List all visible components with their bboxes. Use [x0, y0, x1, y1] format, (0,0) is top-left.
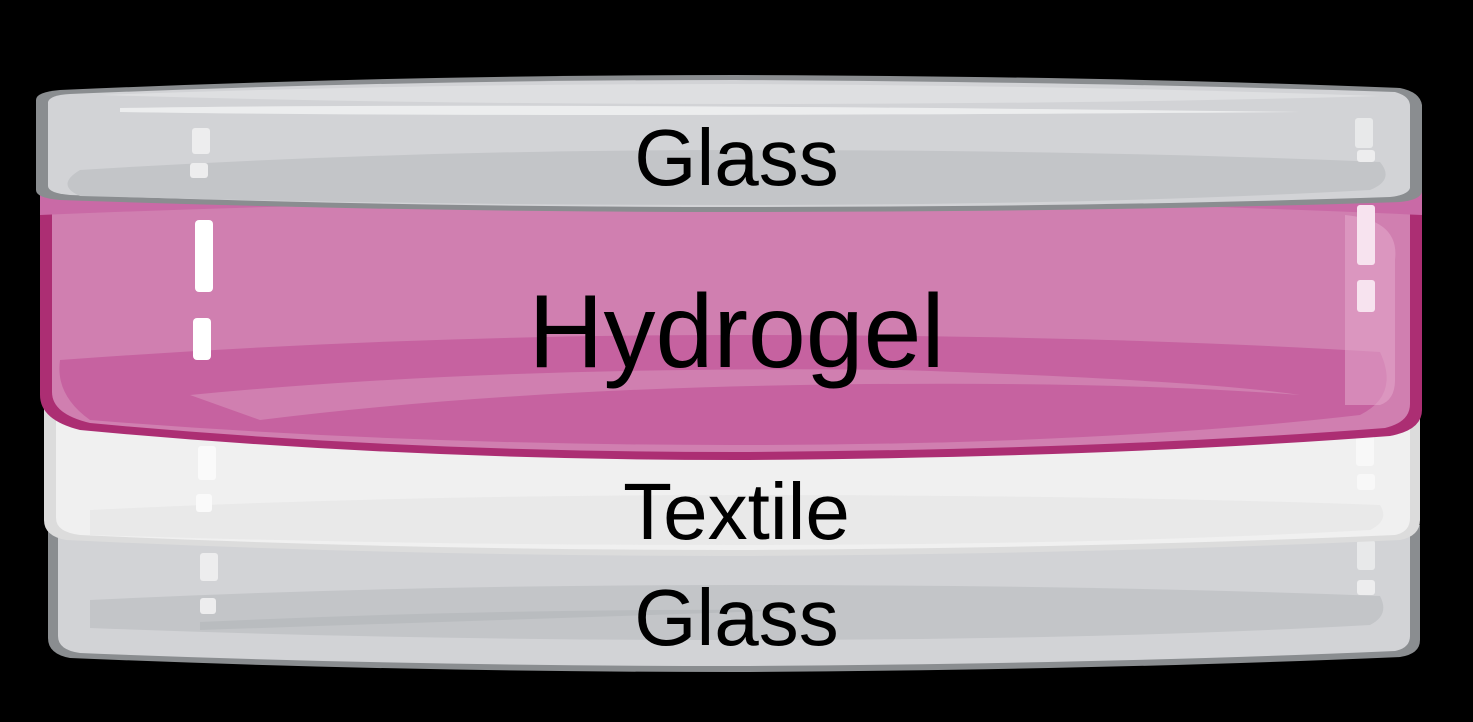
textile-label: Textile — [623, 467, 850, 556]
glass-top-layer — [36, 75, 1422, 212]
glass-bottom-label: Glass — [634, 573, 839, 662]
hydrogel-label: Hydrogel — [528, 274, 945, 390]
glass-bottom-layer — [48, 525, 1420, 672]
glass-top-label: Glass — [634, 113, 839, 202]
